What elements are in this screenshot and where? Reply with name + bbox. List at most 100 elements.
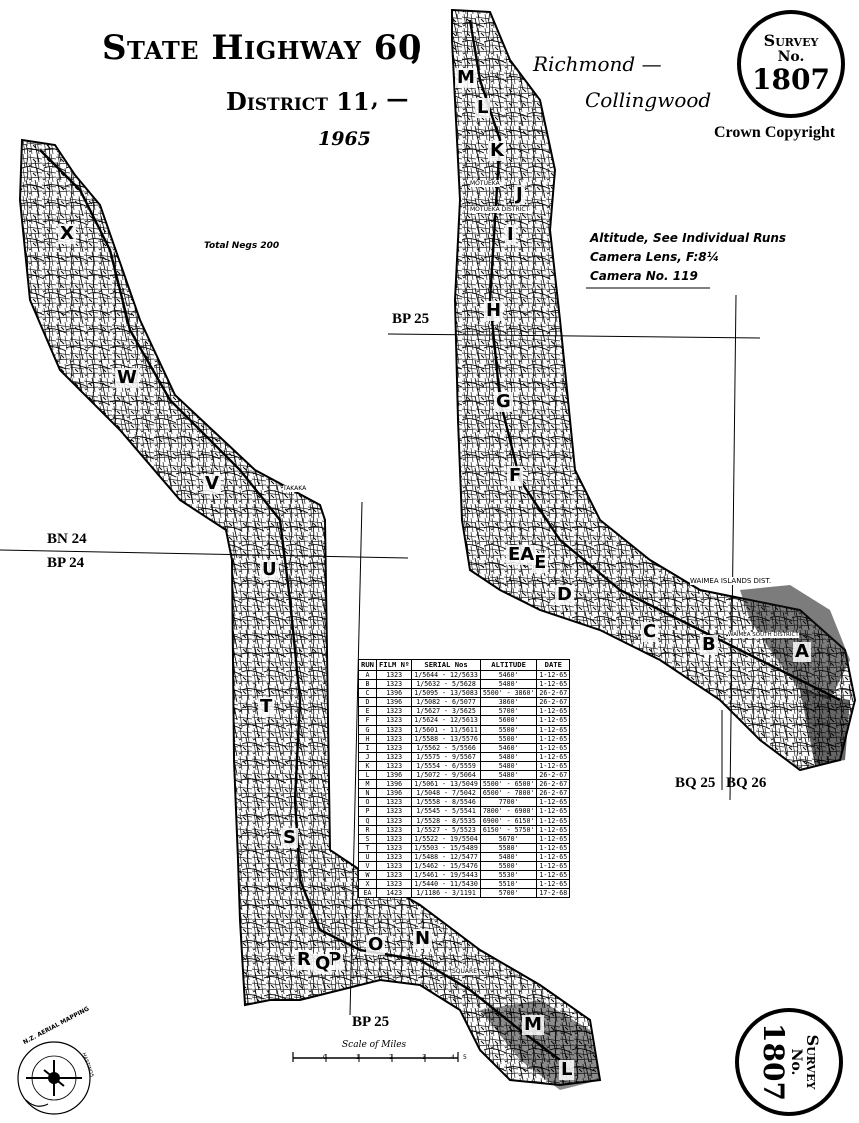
survey-stamp-label: Survey bbox=[763, 31, 819, 50]
camera-note-altitude: Altitude, See Individual Runs bbox=[590, 231, 787, 245]
cell-date: 1-12-65 bbox=[536, 842, 571, 853]
run-letter-k: K bbox=[488, 140, 506, 161]
place-label-waimea-islands: WAIMEA ISLANDS DIST. bbox=[690, 577, 772, 585]
cell-date: 1-12-65 bbox=[536, 851, 571, 862]
run-letter-l-top: L bbox=[475, 97, 491, 118]
cell-film: 1323 bbox=[375, 824, 413, 835]
cell-altitude: 5700' bbox=[479, 706, 538, 717]
cell-run: W bbox=[358, 870, 377, 881]
cell-altitude: 7800' - 6900' bbox=[479, 806, 538, 817]
cell-film: 1323 bbox=[375, 751, 413, 762]
cell-run: M bbox=[358, 779, 377, 790]
cell-date: 1-12-65 bbox=[536, 733, 571, 744]
cell-run: A bbox=[358, 669, 377, 681]
place-label-motueka-district: MOTUEKA DISTRICT bbox=[470, 206, 530, 213]
cell-film: 1323 bbox=[375, 879, 413, 890]
cell-film: 1396 bbox=[375, 770, 413, 781]
survey-stamp-top: Survey No. 1807 bbox=[737, 10, 845, 118]
cell-run: T bbox=[358, 842, 377, 853]
cell-altitude: 5460' bbox=[479, 669, 538, 681]
camera-notes: Altitude, See Individual Runs Camera Len… bbox=[590, 229, 786, 286]
grid-line-bn24 bbox=[0, 549, 409, 559]
place-label-square: SQUARE bbox=[452, 968, 477, 975]
cell-run: L bbox=[358, 770, 377, 781]
cell-run: S bbox=[358, 833, 377, 844]
sheet-label-bq25: BQ 25 bbox=[675, 775, 716, 791]
cell-date: 1-12-65 bbox=[536, 706, 571, 717]
cell-film: 1323 bbox=[375, 679, 413, 690]
cell-altitude: 5510' bbox=[479, 879, 538, 890]
highway-line-west bbox=[39, 149, 561, 1061]
cell-film: 1323 bbox=[375, 760, 413, 772]
survey-stamp-bottom-label: Survey bbox=[803, 1034, 822, 1090]
cell-film: 1323 bbox=[375, 851, 413, 862]
cell-run: N bbox=[358, 788, 377, 799]
scale-tick-5: 5 bbox=[463, 1054, 467, 1061]
sheet-label-bp24: BP 24 bbox=[47, 555, 85, 571]
survey-stamp-no: No. bbox=[777, 49, 805, 65]
run-letter-o: O bbox=[366, 934, 386, 955]
cell-date: 1-12-65 bbox=[536, 760, 571, 772]
cell-film: 1396 bbox=[375, 688, 413, 699]
run-letter-v: V bbox=[203, 473, 221, 494]
cell-film: 1396 bbox=[375, 779, 413, 790]
cell-film: 1323 bbox=[375, 860, 413, 872]
cell-run: J bbox=[358, 751, 377, 762]
cell-run: P bbox=[358, 806, 377, 817]
cell-run: V bbox=[358, 860, 377, 872]
cell-date: 1-12-65 bbox=[536, 824, 571, 835]
cell-date: 26-2-67 bbox=[536, 779, 571, 790]
cell-run: I bbox=[358, 742, 377, 753]
scale-tick-4: 4 bbox=[451, 1054, 455, 1061]
run-letter-j: J bbox=[514, 184, 525, 205]
place-label-takaka: TAKAKA bbox=[283, 485, 307, 492]
scale-tick-3: 3 bbox=[422, 1054, 426, 1061]
cell-altitude: 6500' - 7800' bbox=[479, 788, 538, 799]
run-letter-g: G bbox=[494, 391, 513, 412]
cell-run: F bbox=[358, 715, 377, 726]
cell-serial: 1/5095 - 13/5083 bbox=[411, 688, 481, 699]
sheet-label-bn24: BN 24 bbox=[47, 531, 87, 547]
place-label-motueka: MOTUEKA bbox=[470, 180, 500, 187]
cell-film: 1323 bbox=[375, 815, 413, 826]
column-header-altitude: ALTITUDE bbox=[479, 659, 538, 671]
cell-date: 26-2-67 bbox=[536, 770, 571, 781]
column-header-run: RUN bbox=[358, 659, 377, 671]
cell-serial: 1/5554 - 6/5559 bbox=[411, 760, 481, 772]
cell-altitude: 5480' bbox=[479, 851, 538, 862]
cell-serial: 1/5632 - 5/5628 bbox=[411, 679, 481, 690]
cell-altitude: 5700' bbox=[479, 888, 538, 899]
cell-run: Q bbox=[358, 815, 377, 826]
map-title-comma: , bbox=[411, 32, 422, 67]
run-letter-w: W bbox=[115, 367, 139, 388]
cell-film: 1396 bbox=[375, 788, 413, 799]
column-header-film: FILM Nº bbox=[375, 659, 413, 671]
cell-run: H bbox=[358, 733, 377, 744]
cell-date: 26-2-67 bbox=[536, 697, 571, 708]
camera-note-lens: Camera Lens, F:8¼ bbox=[590, 250, 720, 264]
cell-altitude: 5480' bbox=[479, 751, 538, 762]
cell-serial: 1/5644 - 12/5633 bbox=[411, 669, 481, 681]
total-negatives: Total Negs 200 bbox=[204, 241, 280, 251]
survey-stamp-bottom-no: No. bbox=[788, 1048, 804, 1076]
cell-date: 26-2-67 bbox=[536, 788, 571, 799]
cell-film: 1323 bbox=[375, 742, 413, 753]
cell-serial: 1/5562 - 5/5566 bbox=[411, 742, 481, 753]
cell-run: O bbox=[358, 797, 377, 808]
cell-date: 1-12-65 bbox=[536, 860, 571, 872]
cell-serial: 1/5624 - 12/5613 bbox=[411, 715, 481, 726]
sheet-label-bp25-top: BP 25 bbox=[392, 311, 430, 327]
cell-run: EA bbox=[358, 888, 377, 899]
cell-serial: 1/5601 - 11/5611 bbox=[411, 724, 481, 735]
run-letter-c: C bbox=[641, 621, 659, 642]
